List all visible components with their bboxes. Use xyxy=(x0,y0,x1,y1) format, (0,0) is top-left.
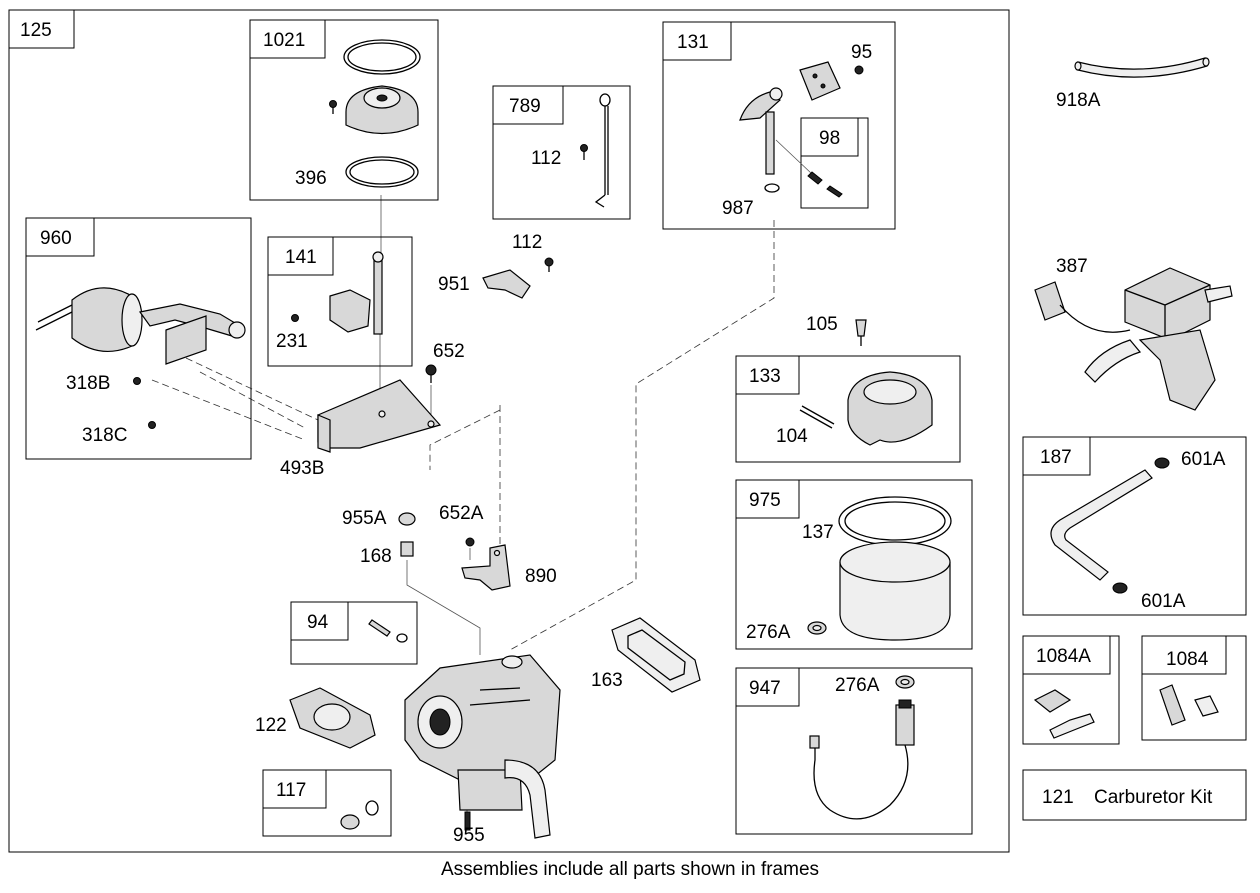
frame-131-tab xyxy=(662,21,732,61)
choke-link-drawing xyxy=(580,93,611,208)
part-951-drawing xyxy=(482,257,554,299)
frame-960 xyxy=(25,217,252,460)
part-318B-label: 318B xyxy=(66,373,110,394)
frame-1021-label: 1021 xyxy=(263,30,305,51)
part-122-label: 122 xyxy=(255,715,287,736)
part-387-label: 387 xyxy=(1056,256,1088,277)
float-bowl-drawing xyxy=(807,496,952,641)
fuel-hose-918A-drawing xyxy=(1074,57,1210,78)
part-652-label: 652 xyxy=(433,341,465,362)
frame-1084-tab xyxy=(1141,635,1227,675)
part-955-label: 955 xyxy=(453,825,485,846)
idle-screw-drawing xyxy=(368,619,408,643)
part-951-label: 951 xyxy=(438,274,470,295)
part-105-label: 105 xyxy=(806,314,838,335)
fuel-pump-387-drawing xyxy=(1034,267,1233,411)
part-95-label: 95 xyxy=(851,42,872,63)
frame-133-label: 133 xyxy=(749,366,781,387)
gasket-122-drawing xyxy=(289,687,376,749)
mounting-bracket-drawing xyxy=(317,364,442,453)
kit-name: Carburetor Kit xyxy=(1094,787,1213,808)
frame-187-tab xyxy=(1022,436,1091,476)
frame-125 xyxy=(8,9,1010,853)
part-918A-label: 918A xyxy=(1056,90,1101,111)
frame-975 xyxy=(735,479,973,650)
diagram-caption: Assemblies include all parts shown in fr… xyxy=(440,859,820,880)
frame-125-label: 125 xyxy=(20,20,52,41)
part-601A-label-top: 601A xyxy=(1181,449,1226,470)
hose-187-drawing xyxy=(1050,457,1170,594)
part-601A-label-bottom: 601A xyxy=(1141,591,1186,612)
frame-1084A-label: 1084A xyxy=(1036,646,1091,667)
frame-975-tab xyxy=(735,479,800,519)
part-318C-label: 318C xyxy=(82,425,127,446)
frame-125-tab xyxy=(8,9,75,49)
frame-98-tab xyxy=(800,117,859,157)
frame-117-label: 117 xyxy=(276,780,306,801)
part-137-label: 137 xyxy=(802,522,834,543)
frame-133 xyxy=(735,355,961,463)
choke-actuator-drawing xyxy=(35,287,246,429)
throttle-shaft-drawing xyxy=(739,61,864,198)
frame-141 xyxy=(267,236,413,367)
frame-94-label: 94 xyxy=(307,612,329,633)
frame-131 xyxy=(662,21,896,230)
part-163-label: 163 xyxy=(591,670,623,691)
carburetor-body-drawing xyxy=(404,654,561,839)
frame-947-label: 947 xyxy=(749,678,781,699)
frame-187-label: 187 xyxy=(1040,447,1072,468)
carburetor-kit-box xyxy=(1022,769,1247,821)
frame-94-tab xyxy=(290,601,349,641)
part-493B-label: 493B xyxy=(280,458,324,479)
part-104-label: 104 xyxy=(776,426,808,447)
frame-141-tab xyxy=(267,236,334,276)
connector-1084A-drawing xyxy=(1033,689,1095,739)
plugs-and-bracket-drawing xyxy=(398,512,511,591)
kit-number: 121 xyxy=(1042,787,1074,808)
connector-1084-drawing xyxy=(1159,684,1219,726)
frame-960-label: 960 xyxy=(40,228,72,249)
frame-1021-tab xyxy=(249,19,326,59)
frame-960-tab xyxy=(25,217,95,257)
frame-947 xyxy=(735,667,973,835)
part-231-label: 231 xyxy=(276,331,308,352)
part-276A-label-b: 276A xyxy=(835,675,880,696)
frame-789-tab xyxy=(492,85,564,125)
float-needle-drawing xyxy=(855,319,867,346)
frame-117-tab xyxy=(262,769,327,809)
frame-1084A-tab xyxy=(1022,635,1111,675)
frame-1021 xyxy=(249,19,439,201)
main-jet-drawing xyxy=(340,800,379,830)
part-890-label: 890 xyxy=(525,566,557,587)
frame-133-tab xyxy=(735,355,800,395)
part-112-label-b: 112 xyxy=(512,232,542,253)
part-168-label: 168 xyxy=(360,546,392,567)
frame-789-label: 789 xyxy=(509,96,541,117)
frame-141-label: 141 xyxy=(285,247,317,268)
part-987-label: 987 xyxy=(722,198,754,219)
float-drawing xyxy=(799,371,933,446)
part-652A-label: 652A xyxy=(439,503,484,524)
frame-947-tab xyxy=(735,667,800,707)
choke-shaft-drawing xyxy=(291,251,384,335)
part-112-label-a: 112 xyxy=(531,148,561,169)
frame-187 xyxy=(1022,436,1247,616)
fuel-solenoid-drawing xyxy=(809,675,915,820)
frame-1084-label: 1084 xyxy=(1166,649,1209,670)
part-955A-label: 955A xyxy=(342,508,387,529)
part-276A-label-a: 276A xyxy=(746,622,791,643)
gasket-163-drawing xyxy=(611,617,701,693)
frame-131-label: 131 xyxy=(677,32,709,53)
frame-98-label: 98 xyxy=(819,128,840,149)
air-cleaner-cover-drawing xyxy=(329,39,421,188)
part-396-label: 396 xyxy=(295,168,327,189)
frame-975-label: 975 xyxy=(749,490,781,511)
